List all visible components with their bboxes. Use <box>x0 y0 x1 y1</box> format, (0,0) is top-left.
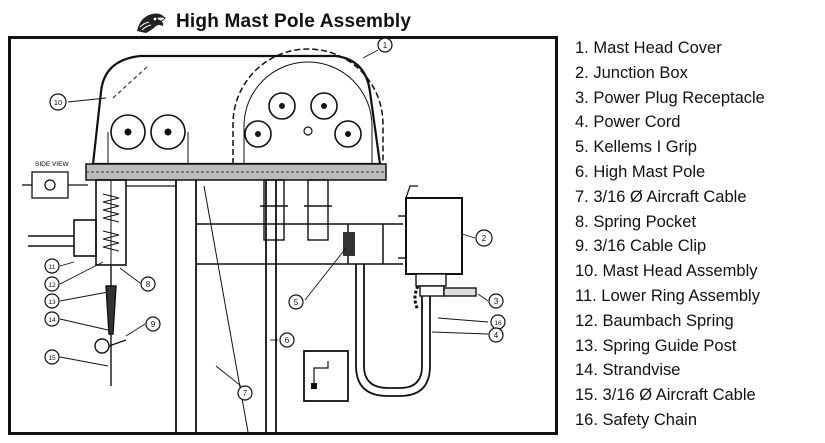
legend-item: 11. Lower Ring Assembly <box>575 286 760 305</box>
callout-7: 7 <box>237 385 253 401</box>
detail-box <box>303 350 349 402</box>
svg-text:2: 2 <box>482 234 487 243</box>
header: High Mast Pole Assembly <box>134 8 411 36</box>
callout-2: 2 <box>475 229 493 247</box>
callout-15: 15 <box>44 349 60 365</box>
svg-text:13: 13 <box>48 299 56 306</box>
svg-text:9: 9 <box>151 320 156 329</box>
callout-11: 11 <box>44 258 60 274</box>
legend-item: 12. Baumbach Spring <box>575 311 734 330</box>
callout-13: 13 <box>44 293 60 309</box>
callout-14: 14 <box>44 311 60 327</box>
guide-posts <box>260 179 332 241</box>
svg-text:4: 4 <box>494 331 499 340</box>
callout-10: 10 <box>49 93 67 111</box>
legend-item: 2. Junction Box <box>575 63 688 82</box>
callout-6: 6 <box>279 332 295 348</box>
svg-text:14: 14 <box>48 317 56 324</box>
side-view-detail <box>22 171 88 199</box>
legend-item: 10. Mast Head Assembly <box>575 262 758 281</box>
legend-item: 4. Power Cord <box>575 113 681 132</box>
callout-8: 8 <box>140 276 156 292</box>
svg-text:11: 11 <box>49 264 56 271</box>
svg-text:8: 8 <box>146 280 151 289</box>
svg-text:12: 12 <box>48 282 56 289</box>
diagram-frame <box>8 36 558 435</box>
legend-item: 16. Safety Chain <box>575 410 697 429</box>
legend-item: 7. 3/16 Ø Aircraft Cable <box>575 187 747 206</box>
junction-box <box>405 197 463 275</box>
sheave-housing <box>232 48 384 164</box>
svg-text:16: 16 <box>494 320 502 327</box>
mast-head-cover <box>91 54 382 166</box>
high-mast-pole <box>175 180 277 433</box>
callout-1: 1 <box>377 37 393 53</box>
parts-legend: 1. Mast Head Cover 2. Junction Box 3. Po… <box>575 36 765 433</box>
kellems-grip <box>343 232 355 256</box>
assembly-diagram: SIDE VIEW 1 10 2 3 <box>8 36 558 435</box>
callout-5: 5 <box>288 294 304 310</box>
eagle-head-icon <box>137 13 166 33</box>
legend-item: 15. 3/16 Ø Aircraft Cable <box>575 386 756 405</box>
safety-chain <box>413 285 420 311</box>
svg-text:10: 10 <box>54 98 62 107</box>
legend-item: 9. 3/16 Cable Clip <box>575 237 707 256</box>
callout-16: 16 <box>490 314 506 330</box>
callout-9: 9 <box>145 316 161 332</box>
legend-item: 6. High Mast Pole <box>575 162 706 181</box>
legend-item: 14. Strandvise <box>575 361 681 380</box>
callout-3: 3 <box>488 293 504 309</box>
page-title: High Mast Pole Assembly <box>176 11 412 32</box>
sheave-group-left <box>107 114 189 164</box>
leader-lines <box>59 49 489 387</box>
svg-text:3: 3 <box>494 297 499 306</box>
legend-item: 13. Spring Guide Post <box>575 336 737 355</box>
power-plug-receptacle <box>415 273 477 297</box>
svg-text:6: 6 <box>285 336 290 345</box>
cable-clip <box>94 338 127 354</box>
power-cord <box>355 264 431 397</box>
callout-12: 12 <box>44 276 60 292</box>
svg-text:1: 1 <box>383 41 388 50</box>
sheave-group-right <box>244 92 362 148</box>
legend-item: 8. Spring Pocket <box>575 212 697 231</box>
svg-text:15: 15 <box>48 355 56 362</box>
svg-text:7: 7 <box>243 389 248 398</box>
side-view-label: SIDE VIEW <box>35 161 69 168</box>
legend-item: 1. Mast Head Cover <box>575 39 722 57</box>
legend-item: 3. Power Plug Receptacle <box>575 88 765 107</box>
lower-ring-assembly <box>28 179 176 266</box>
legend-item: 5. Kellems I Grip <box>575 138 697 157</box>
callout-4: 4 <box>488 327 504 343</box>
svg-text:5: 5 <box>294 298 299 307</box>
mast-arm <box>196 223 403 265</box>
strandvise <box>105 265 117 386</box>
